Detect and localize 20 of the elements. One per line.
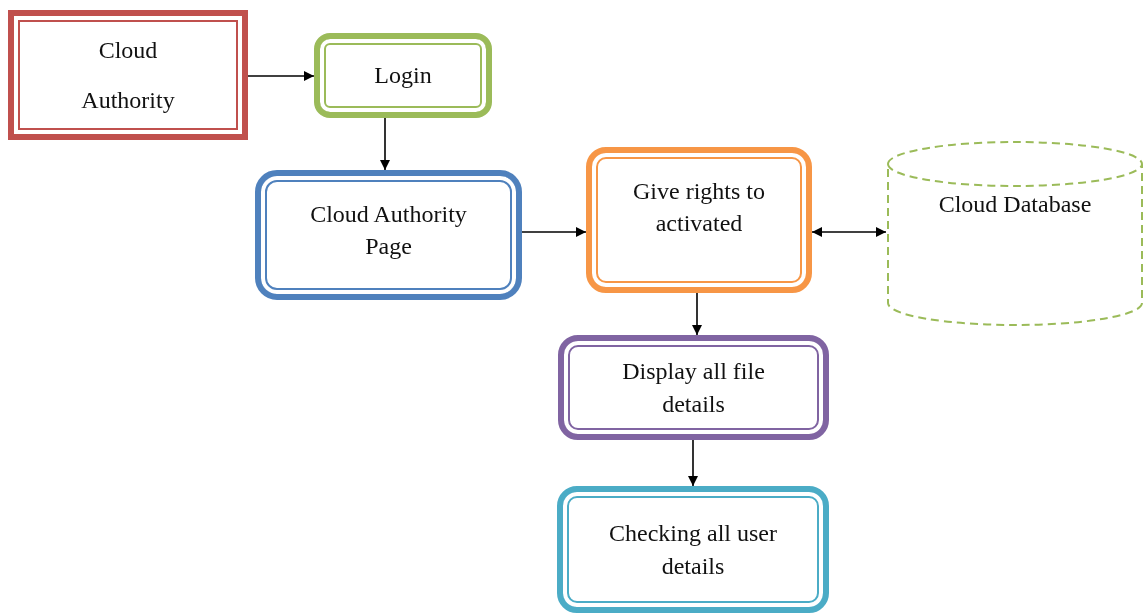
node-label: Cloud Database: [938, 190, 1092, 219]
process-box: [558, 335, 829, 440]
process-box: [557, 486, 829, 613]
node-label: Give rights to activated: [632, 177, 766, 239]
node-label: Login: [374, 61, 432, 91]
node-label: Cloud Authority: [80, 35, 176, 115]
arrow: [688, 439, 698, 487]
arrow: [380, 117, 390, 171]
arrow: [247, 71, 315, 81]
database-cylinder: [886, 140, 1144, 327]
process-box: [586, 147, 812, 293]
node-label: Checking all user details: [608, 519, 778, 581]
process-box: [8, 10, 248, 140]
process-box: [314, 33, 492, 118]
process-box: [255, 170, 522, 300]
node-label: Cloud Authority Page: [309, 200, 468, 262]
arrow: [692, 292, 702, 336]
node-label: Display all file details: [621, 357, 766, 419]
arrow: [811, 227, 887, 237]
arrow: [521, 227, 587, 237]
